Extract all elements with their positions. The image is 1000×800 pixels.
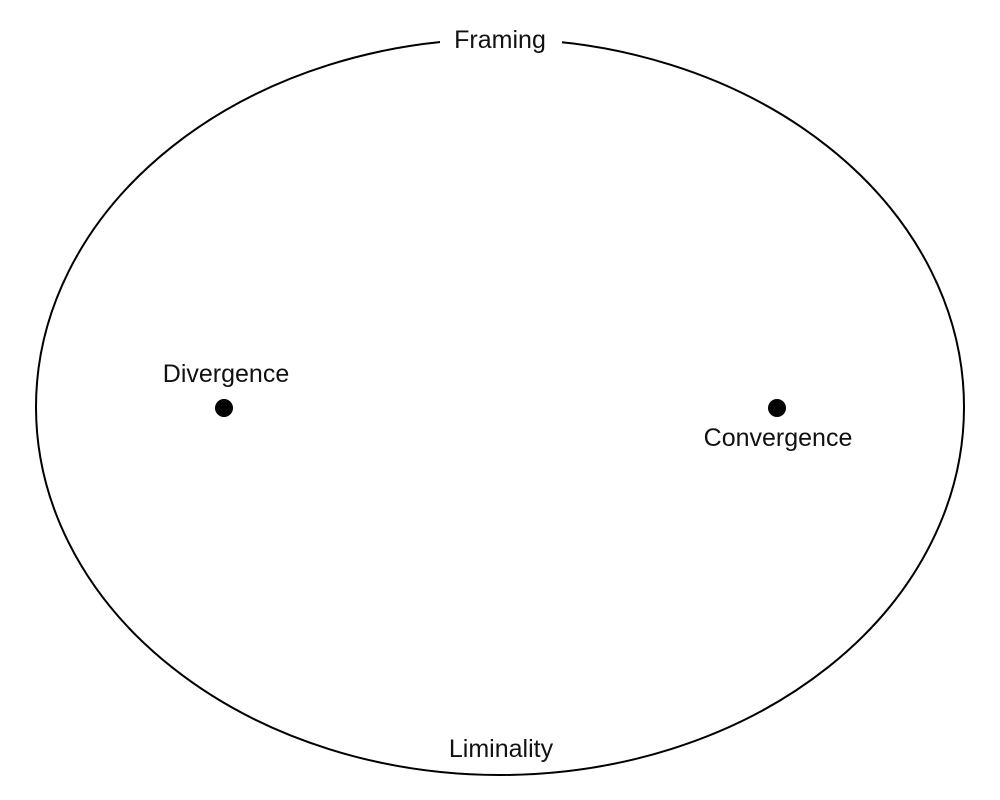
framing-label: Framing: [454, 26, 546, 54]
framing-ellipse: [35, 38, 965, 776]
liminality-label: Liminality: [449, 735, 554, 763]
convergence-point: [768, 399, 786, 417]
divergence-label: Divergence: [163, 360, 289, 388]
convergence-label: Convergence: [704, 424, 853, 452]
divergence-point: [215, 399, 233, 417]
top-label-gap: [440, 28, 562, 56]
